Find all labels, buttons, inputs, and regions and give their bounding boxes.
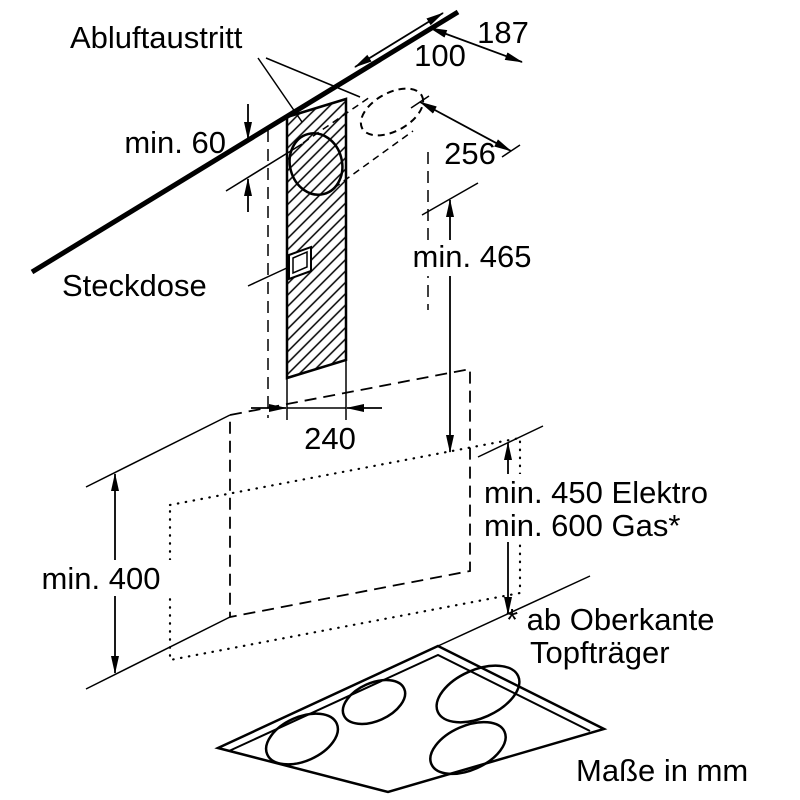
duct-projection-line-top xyxy=(302,96,371,144)
dim-187-label: 187 xyxy=(477,15,529,50)
burner-back-left xyxy=(341,678,407,726)
clearance-zone-dotted-outline xyxy=(168,436,522,662)
cooktop-inner-edge xyxy=(228,653,591,752)
air-outlet-leader-2 xyxy=(265,57,361,98)
hood-body-dashed-outline xyxy=(229,367,471,619)
duct-projection-line-bottom xyxy=(333,130,414,189)
burner-back-right xyxy=(435,664,521,724)
min400-construction-bottom xyxy=(85,616,231,690)
label-mask-400 xyxy=(22,560,180,596)
min465-label: min. 465 xyxy=(413,239,532,274)
burner-front-right xyxy=(429,720,507,776)
min600-gas-label: min. 600 Gas* xyxy=(484,508,680,543)
dim-256-label: 256 xyxy=(444,136,496,171)
dim-240-label: 240 xyxy=(304,421,356,456)
min400-label: min. 400 xyxy=(42,561,161,596)
dim-187-line xyxy=(429,27,523,63)
units-note: Maße in mm xyxy=(576,753,748,788)
label-mask-465 xyxy=(392,240,554,276)
footnote-line1: * ab Oberkante xyxy=(506,602,715,637)
socket-label: Steckdose xyxy=(62,268,207,303)
min450-bottom-construction xyxy=(437,575,591,647)
min60-label: min. 60 xyxy=(124,125,226,160)
min450-top-tick xyxy=(477,425,544,458)
label-mask-450-600 xyxy=(480,474,780,542)
air-outlet-hole xyxy=(288,132,344,196)
footnote-line2: Topfträger xyxy=(530,635,670,670)
dim-100-label: 100 xyxy=(414,38,466,73)
air-outlet-label: Abluftaustritt xyxy=(70,20,243,55)
dim-256-line xyxy=(419,101,512,152)
min60-extension-line xyxy=(225,143,303,192)
cooktop-outline xyxy=(214,644,608,794)
socket-leader xyxy=(247,266,290,287)
burner-front-left xyxy=(264,712,340,766)
air-outlet-leader-1 xyxy=(257,57,303,123)
min400-construction-top xyxy=(85,414,231,488)
ceiling-outlet-dashed xyxy=(359,87,425,137)
power-socket-inner xyxy=(292,250,308,275)
dim-100-line xyxy=(354,12,444,68)
min450-elektro-label: min. 450 Elektro xyxy=(484,475,708,510)
